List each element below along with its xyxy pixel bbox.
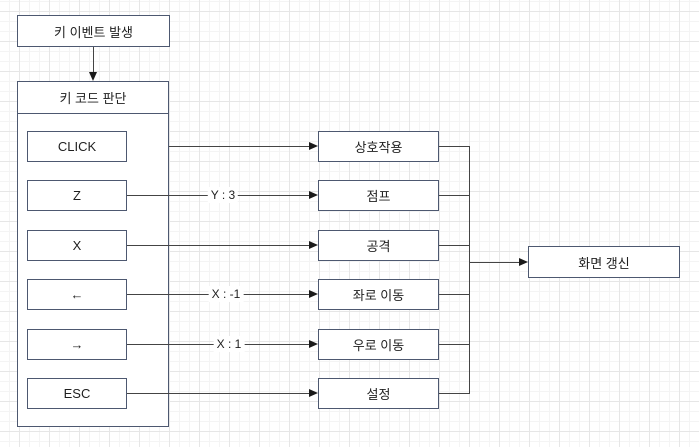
edge-interaction-to-bus[interactable]	[439, 146, 470, 148]
arrowhead-right-icon	[309, 142, 318, 150]
node-action-move-right-label: 우로 이동	[352, 338, 405, 353]
arrowhead-right-icon	[309, 290, 318, 298]
node-key-z[interactable]: Z	[27, 180, 127, 211]
edge-attack-to-bus[interactable]	[439, 245, 470, 247]
node-key-right-arrow-label: →	[70, 337, 84, 352]
edge-label-x-minus-1[interactable]: X : -1	[208, 286, 244, 302]
node-key-esc-label: ESC	[63, 386, 91, 401]
edge-esc-to-settings[interactable]	[127, 393, 310, 395]
edge-settings-to-bus[interactable]	[439, 393, 470, 395]
node-key-click-label: CLICK	[57, 139, 97, 154]
arrowhead-right-icon	[309, 241, 318, 249]
arrowhead-down-icon	[89, 72, 97, 81]
node-key-event-label: 키 이벤트 발생	[54, 24, 133, 40]
node-action-jump-label: 점프	[366, 189, 391, 204]
node-key-right-arrow[interactable]: →	[27, 329, 127, 360]
edge-move-left-to-bus[interactable]	[439, 294, 470, 296]
node-action-attack-label: 공격	[366, 239, 391, 254]
node-action-interaction-label: 상호작용	[354, 140, 403, 155]
node-action-move-left-label: 좌로 이동	[352, 288, 405, 303]
node-key-x[interactable]: X	[27, 230, 127, 261]
edge-bus-vertical[interactable]	[469, 146, 471, 394]
node-key-z-label: Z	[73, 188, 81, 203]
arrowhead-right-icon	[309, 191, 318, 199]
node-action-settings-label: 설정	[366, 387, 391, 402]
node-key-x-label: X	[72, 238, 82, 253]
edge-bus-to-screen-refresh[interactable]	[469, 262, 520, 264]
node-action-move-right[interactable]: 우로 이동	[318, 329, 439, 360]
node-key-esc[interactable]: ESC	[27, 378, 127, 409]
edge-start-to-decision[interactable]	[93, 47, 95, 73]
node-action-move-left[interactable]: 좌로 이동	[318, 279, 439, 310]
edge-move-right-to-bus[interactable]	[439, 344, 470, 346]
node-action-attack[interactable]: 공격	[318, 230, 439, 261]
node-key-event[interactable]: 키 이벤트 발생	[17, 15, 170, 47]
edge-x-to-attack[interactable]	[127, 245, 310, 247]
node-action-interaction[interactable]: 상호작용	[318, 131, 439, 162]
edge-label-x-1[interactable]: X : 1	[213, 336, 245, 352]
node-key-click[interactable]: CLICK	[27, 131, 127, 162]
node-action-jump[interactable]: 점프	[318, 180, 439, 211]
arrowhead-right-icon	[309, 340, 318, 348]
decision-container-title: 키 코드 판단	[18, 82, 168, 114]
arrowhead-right-icon	[519, 258, 528, 266]
edge-label-y3[interactable]: Y : 3	[207, 187, 239, 203]
edge-jump-to-bus[interactable]	[439, 195, 470, 197]
node-action-settings[interactable]: 설정	[318, 378, 439, 409]
node-screen-refresh[interactable]: 화면 갱신	[528, 246, 680, 278]
node-screen-refresh-label: 화면 갱신	[578, 255, 630, 271]
node-key-left-arrow[interactable]: ←	[27, 279, 127, 310]
arrowhead-right-icon	[309, 389, 318, 397]
node-key-left-arrow-label: ←	[70, 287, 84, 302]
edge-click-to-interaction[interactable]	[169, 146, 310, 148]
